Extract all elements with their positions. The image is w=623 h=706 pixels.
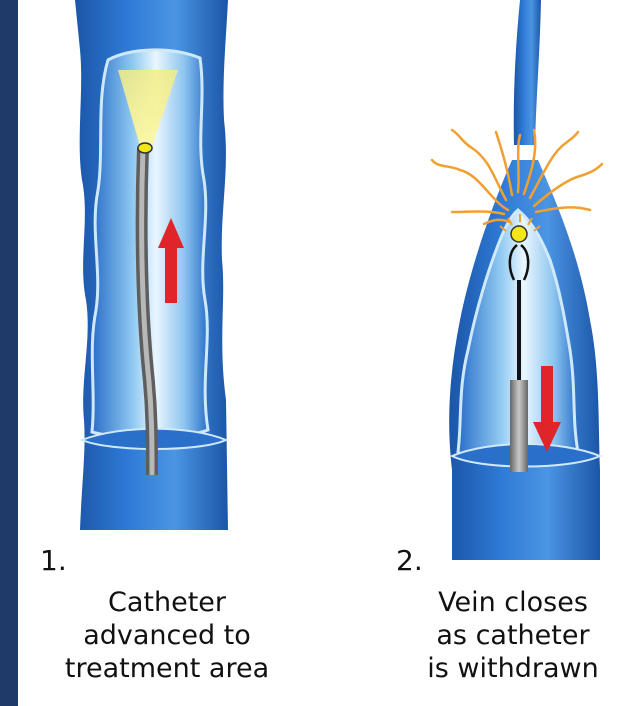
step-2-number: 2. <box>396 547 423 575</box>
step-2-caption-line: is withdrawn <box>383 652 623 685</box>
step-1-caption-line: treatment area <box>37 652 297 685</box>
step-1-caption-line: advanced to <box>37 619 297 652</box>
catheter-tip <box>138 143 152 153</box>
step-1-caption: Catheter advanced to treatment area <box>37 586 297 685</box>
electrode-tip <box>511 226 527 242</box>
step-2-caption-line: Vein closes <box>383 586 623 619</box>
step-2-caption: Vein closes as catheter is withdrawn <box>383 586 623 685</box>
step-1-number: 1. <box>40 547 67 575</box>
step-1-caption-line: Catheter <box>37 586 297 619</box>
step-2-caption-line: as catheter <box>383 619 623 652</box>
